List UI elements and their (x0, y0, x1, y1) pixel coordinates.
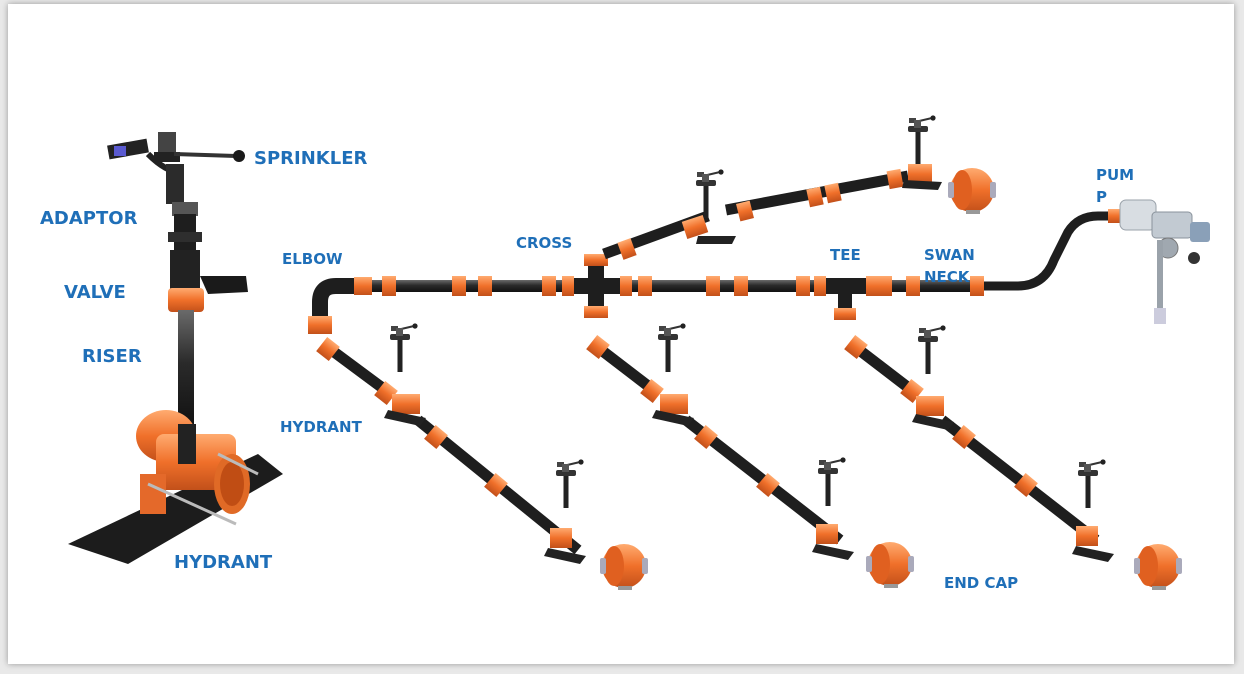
end-cap-icon (1134, 544, 1182, 590)
label-tee: TEE (830, 246, 861, 264)
sprinkler-icon (695, 168, 725, 219)
end-cap-icon (600, 544, 648, 590)
cross-fitting (562, 254, 632, 318)
sprinkler-icon (389, 322, 419, 373)
swan-neck-pipe (984, 211, 1116, 291)
elbow-fitting (312, 278, 364, 324)
sprinkler-icon (817, 456, 847, 507)
riser-assembly (68, 132, 283, 564)
sprinkler-icon (555, 458, 585, 509)
label-sprinkler: SPRINKLER (254, 148, 368, 169)
label-swan-neck: SWAN NECK (924, 246, 975, 286)
diagram-frame: SPRINKLER ADAPTOR VALVE RISER HYDRANT EL… (8, 4, 1234, 664)
label-hydrant-branch: HYDRANT (280, 418, 362, 436)
label-riser: RISER (82, 346, 142, 367)
end-cap-icon (866, 542, 914, 588)
sprinkler-icon (907, 114, 937, 165)
tee-fitting (814, 276, 878, 320)
label-valve: VALVE (64, 282, 126, 303)
sprinkler-icon (1077, 458, 1107, 509)
label-end-cap: END CAP (944, 574, 1019, 592)
pump-icon (1119, 199, 1210, 324)
main-pipe-line (308, 209, 1122, 334)
label-hydrant-main: HYDRANT (174, 552, 273, 573)
upper-branch (602, 114, 996, 260)
sprinkler-icon (917, 324, 947, 375)
lower-branch-2 (586, 322, 914, 588)
sprinkler-icon (107, 132, 245, 204)
lower-branch-1 (316, 322, 648, 590)
irrigation-system-diagram (68, 114, 1210, 590)
lower-branch-3 (844, 324, 1182, 590)
sprinkler-icon (657, 322, 687, 373)
end-cap-icon (948, 168, 996, 214)
hydrant-icon (68, 410, 283, 564)
label-elbow: ELBOW (282, 250, 343, 268)
label-cross: CROSS (516, 234, 573, 252)
label-adaptor: ADAPTOR (40, 208, 138, 229)
label-pump: PUM P (1096, 166, 1135, 206)
